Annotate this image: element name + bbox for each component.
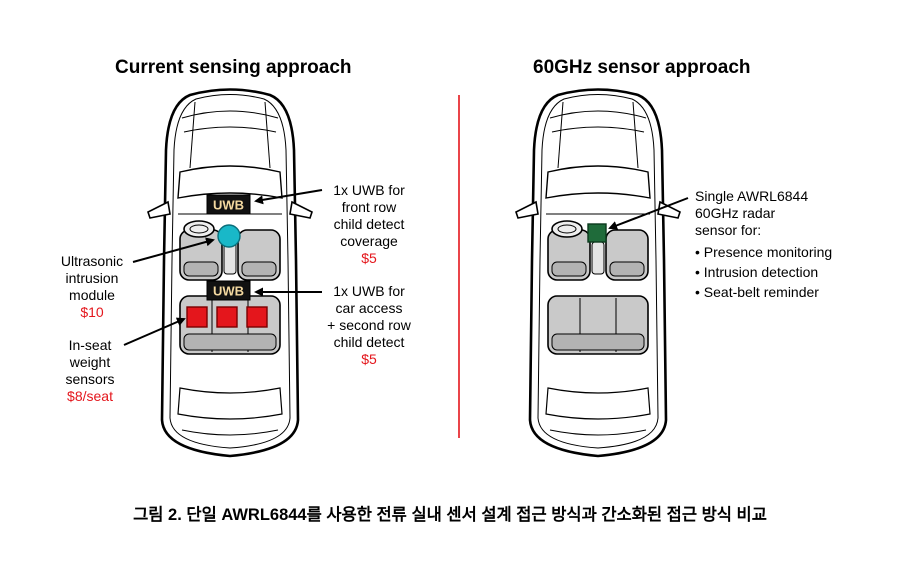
callout-price: $10	[80, 304, 104, 320]
callout-line: In-seat	[68, 337, 112, 353]
callout-radar: Single AWRL6844 60GHz radar sensor for: …	[695, 188, 885, 302]
callout-line: sensor for:	[695, 222, 762, 238]
arrow-uwb-front	[254, 189, 323, 205]
callout-line: front row	[341, 199, 397, 215]
weight-sensor-icon	[246, 306, 268, 328]
steering-wheel-icon	[183, 220, 215, 238]
bullet-presence-monitoring: • Presence monitoring	[695, 244, 833, 260]
callout-price: $5	[361, 250, 377, 266]
steering-wheel-icon	[551, 220, 583, 238]
car-top-view-icon-left	[147, 88, 313, 458]
radar-sensor-icon	[587, 223, 607, 243]
callout-line: 60GHz radar	[695, 205, 776, 221]
uwb-tag-rear-label: UWB	[213, 284, 244, 299]
callout-line: child detect	[333, 216, 405, 232]
arrow-weight-sensors	[123, 317, 186, 346]
callout-weight-sensors: In-seat weight sensors $8/seat	[46, 337, 134, 405]
callout-price: $5	[361, 351, 377, 367]
weight-sensor-icon	[216, 306, 238, 328]
callout-ultrasonic: Ultrasonic intrusion module $10	[48, 253, 136, 321]
rear-seats-right-car	[547, 295, 649, 355]
callout-line: sensors	[65, 371, 115, 387]
weight-sensor-icon-group	[186, 306, 268, 328]
ultrasonic-sensor-icon	[217, 224, 241, 248]
weight-sensor-icon	[186, 306, 208, 328]
callout-line: coverage	[340, 233, 398, 249]
bullet-intrusion-detection: • Intrusion detection	[695, 264, 819, 280]
arrow-ultrasonic	[132, 237, 215, 263]
right-panel-title: 60GHz sensor approach	[533, 57, 751, 78]
callout-line: module	[69, 287, 115, 303]
callout-line: 1x UWB for	[333, 283, 405, 299]
callout-line: car access	[335, 300, 403, 316]
callout-line: + second row	[327, 317, 411, 333]
uwb-tag-front-label: UWB	[213, 198, 244, 213]
uwb-tag-icon-rear	[206, 280, 251, 301]
callout-line: child detect	[333, 334, 405, 350]
callout-line: Ultrasonic	[60, 253, 124, 269]
callout-line: 1x UWB for	[333, 182, 405, 198]
figure-caption: 그림 2. 단일 AWRL6844를 사용한 전류 실내 센서 설계 접근 방식…	[133, 506, 767, 524]
bullet-seat-belt-reminder: • Seat-belt reminder	[695, 284, 819, 300]
uwb-tag-icon-front	[206, 194, 251, 215]
callout-line: intrusion	[65, 270, 119, 286]
front-seats-right-car	[547, 229, 649, 281]
car-top-view-icon-right	[515, 88, 681, 458]
callout-line: Single AWRL6844	[695, 188, 809, 204]
callout-line: weight	[69, 354, 111, 370]
callout-uwb-front: 1x UWB for front row child detect covera…	[318, 182, 420, 267]
callout-uwb-rear: 1x UWB for car access + second row child…	[318, 283, 420, 368]
arrow-radar	[608, 197, 689, 230]
callout-price: $8/seat	[67, 388, 113, 404]
left-panel-title: Current sensing approach	[115, 57, 352, 78]
